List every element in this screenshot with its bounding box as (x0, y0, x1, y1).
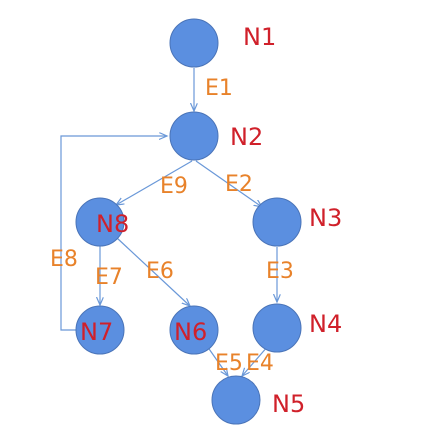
edge-e1-label: E1 (205, 76, 233, 101)
node-n1-label: N1 (243, 23, 276, 51)
node-n8-circle (75, 197, 125, 247)
node-n4-label: N4 (309, 310, 342, 338)
edge-e4-line (242, 345, 269, 376)
edge-e7-label: E7 (95, 265, 123, 290)
edge-e9-line (116, 160, 193, 205)
node-n7-circle (75, 305, 125, 355)
edge-e6-line (116, 237, 190, 306)
node-n3-circle (252, 197, 302, 247)
node-n2-circle (169, 111, 219, 161)
node-n5-label: N5 (272, 390, 305, 418)
node-n6-label: N6 (174, 318, 207, 346)
edge-e2-line (195, 160, 262, 207)
edge-e5-label: E5 (215, 351, 243, 376)
edge-e8-line (60, 136, 167, 331)
node-n7-label: N7 (80, 318, 113, 346)
edge-e6-label: E6 (146, 259, 174, 284)
node-n4-circle (252, 303, 302, 353)
node-n6-circle (169, 305, 219, 355)
edge-e3-label: E3 (266, 259, 294, 284)
node-n5-circle (211, 375, 261, 425)
edge-e9-label: E9 (160, 174, 188, 199)
edge-e8-label: E8 (50, 247, 78, 272)
node-n2-label: N2 (230, 123, 263, 151)
edge-e2-label: E2 (225, 172, 253, 197)
edge-e5-line (206, 345, 228, 376)
node-n1-circle (169, 18, 219, 68)
edge-e4-label: E4 (246, 351, 274, 376)
node-n8-label: N8 (96, 210, 129, 238)
node-n3-label: N3 (309, 204, 342, 232)
